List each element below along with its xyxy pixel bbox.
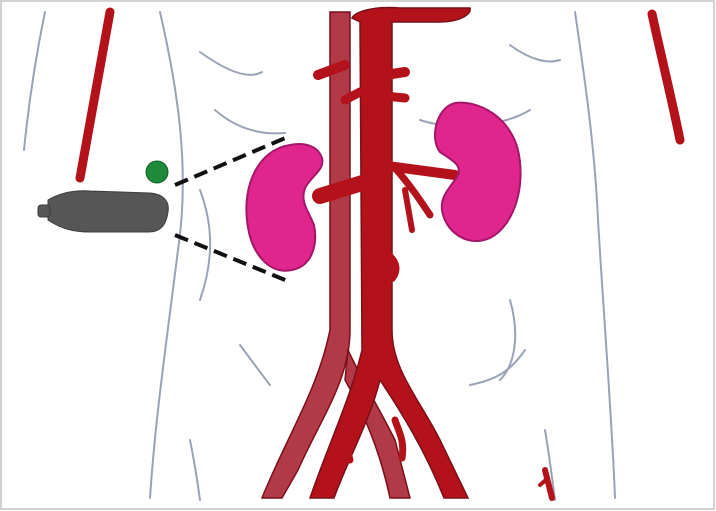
left-iliac-branch bbox=[345, 420, 350, 460]
ultrasound-probe-icon bbox=[38, 191, 168, 232]
right-upper-branch bbox=[385, 72, 405, 75]
right-celiac-branch bbox=[375, 95, 405, 98]
green-dot-marker-icon bbox=[146, 161, 168, 183]
